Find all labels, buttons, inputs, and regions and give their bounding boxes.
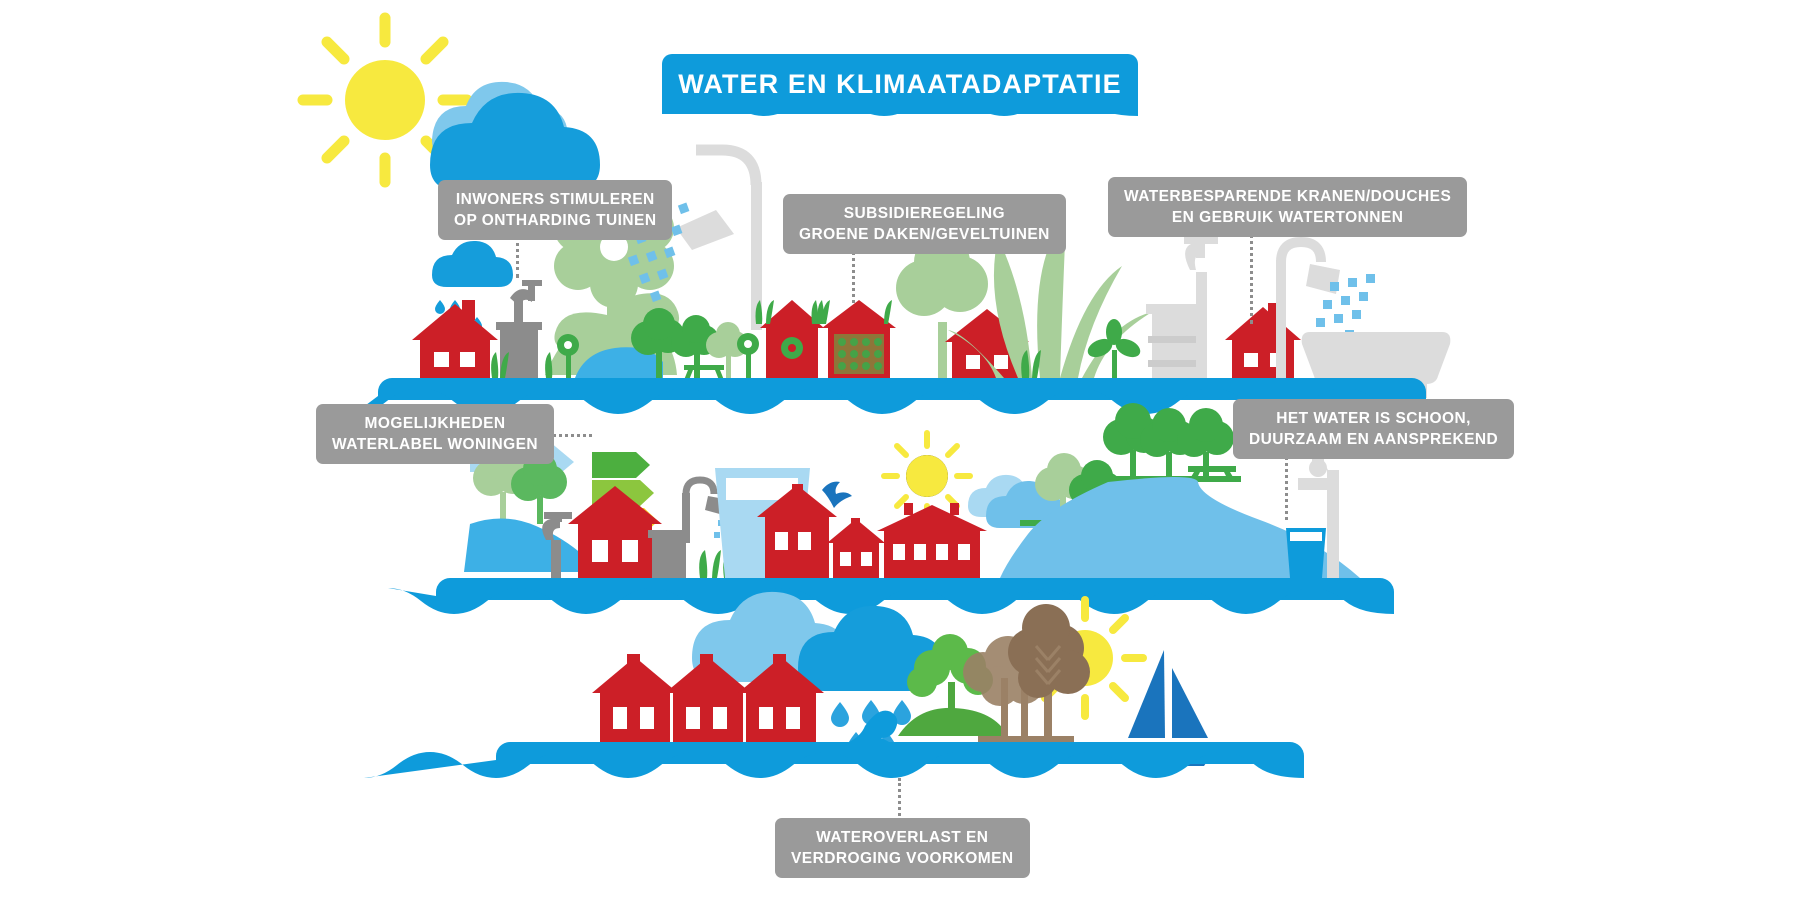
tree-icon — [896, 234, 988, 378]
water-tap-icon — [1184, 229, 1218, 378]
picnic-table-icon — [1188, 466, 1236, 482]
house-icon — [1225, 303, 1301, 378]
tree-icon — [1103, 403, 1162, 478]
callout-line-1: HET WATER IS SCHOON, — [1276, 410, 1471, 427]
callout-waterlabel-woningen[interactable]: MOGELIJKHEDEN WATERLABEL WONINGEN — [316, 404, 555, 465]
callout-line-2: GROENE DAKEN/GEVELTUINEN — [799, 226, 1050, 244]
cloud-icon — [430, 92, 600, 191]
island-tree-icon — [898, 634, 1008, 736]
tree-icon — [1177, 408, 1234, 478]
dry-tree-icon — [963, 604, 1090, 744]
callout-line-2: WATERLABEL WONINGEN — [332, 436, 539, 454]
sailboat-icon — [1114, 650, 1220, 766]
sun-icon — [881, 430, 973, 522]
sun-icon — [1023, 596, 1147, 720]
water-tap-icon — [510, 280, 542, 350]
callout-inwoners-stimuleren[interactable]: INWONERS STIMULEREN OP ONTHARDING TUINEN — [438, 180, 673, 241]
water-glass-icon — [1286, 528, 1326, 578]
flooded-house-icon — [738, 654, 824, 742]
shower-icon — [1276, 236, 1375, 380]
cloud-icon — [692, 591, 848, 682]
water-band-middle — [388, 578, 1394, 614]
callout-line-1: MOGELIJKHEDEN — [364, 415, 506, 432]
swan-icon — [844, 710, 898, 761]
waterlabel-icon — [592, 452, 666, 590]
ground-strip — [1020, 520, 1125, 526]
callout-subsidieregeling[interactable]: SUBSIDIEREGELING GROENE DAKEN/GEVELTUINE… — [783, 194, 1066, 255]
house-icon — [827, 518, 885, 578]
tree-icon — [1140, 408, 1197, 478]
river-icon — [1000, 477, 1360, 578]
grass-icon — [699, 550, 756, 578]
green-roof-icon — [755, 300, 830, 378]
page-title: WATER EN KLIMAATADAPTATIE — [678, 68, 1122, 99]
callout-line-2: DUURZAAM EN AANSPREKEND — [1249, 431, 1499, 449]
house-icon — [412, 300, 498, 378]
rain-cloud-icon — [432, 240, 513, 331]
banner-scallop-decoration — [662, 112, 1138, 116]
callout-line-1: WATERBESPARENDE KRANEN/DOUCHES — [1124, 188, 1452, 205]
sun-icon — [297, 12, 473, 188]
callout-wateroverlast[interactable]: WATEROVERLAST EN VERDROGING VOORKOMEN — [775, 818, 1030, 879]
callout-line-1: WATEROVERLAST EN — [816, 829, 989, 846]
callout-water-schoon[interactable]: HET WATER IS SCHOON, DUURZAAM EN AANSPRE… — [1233, 399, 1515, 460]
callout-line-1: SUBSIDIEREGELING — [843, 205, 1006, 222]
cloud-icon — [968, 474, 1068, 528]
picnic-table-icon — [684, 365, 724, 380]
tree-icon — [631, 308, 685, 378]
hill-shape — [545, 315, 677, 375]
sprout-icon — [737, 333, 759, 378]
tree-icon — [1069, 460, 1122, 524]
callout-line-2: EN GEBRUIK WATERTONNEN — [1171, 209, 1404, 227]
leader-line-kranen — [1250, 222, 1253, 324]
flooded-house-icon — [592, 654, 678, 742]
water-pump-icon — [496, 322, 542, 378]
bird-icon — [822, 481, 852, 508]
water-pump-icon — [1146, 304, 1202, 378]
water-pump-icon — [648, 530, 690, 578]
callout-line-2: OP ONTHARDING TUINEN — [454, 212, 657, 230]
tree-icon — [671, 315, 719, 378]
grass-icon — [491, 352, 553, 378]
callout-line-2: VERDROGING VOORKOMEN — [791, 850, 1014, 868]
sprout-icon — [1087, 319, 1141, 378]
sprout-icon — [557, 334, 579, 378]
house-icon — [757, 484, 837, 578]
stream-shape — [575, 347, 663, 378]
callout-line-1: INWONERS STIMULEREN — [455, 191, 655, 208]
house-icon — [945, 309, 1029, 378]
rain-cloud-icon — [798, 605, 944, 757]
tree-icon — [1035, 453, 1091, 522]
water-tap-icon — [542, 512, 572, 578]
water-glass-icon — [715, 468, 810, 578]
green-roof-icon — [817, 300, 896, 378]
bathtub-icon — [1301, 332, 1451, 398]
shower-icon — [682, 476, 752, 543]
ground-strip — [1096, 476, 1241, 482]
page-title-banner: WATER EN KLIMAATADAPTATIE — [662, 54, 1138, 114]
house-icon — [877, 503, 987, 578]
water-band-bottom — [364, 742, 1304, 778]
cloud-icon — [432, 81, 568, 160]
tree-icon — [706, 322, 748, 378]
river-icon — [464, 518, 584, 572]
flooded-house-icon — [665, 654, 751, 742]
house-icon — [568, 486, 662, 578]
leader-line-subsidie — [852, 235, 855, 303]
leader-line-wateroverlast — [898, 778, 901, 822]
grass-icon — [1021, 350, 1041, 378]
callout-waterbesparende-kranen[interactable]: WATERBESPARENDE KRANEN/DOUCHES EN GEBRUI… — [1108, 177, 1468, 238]
